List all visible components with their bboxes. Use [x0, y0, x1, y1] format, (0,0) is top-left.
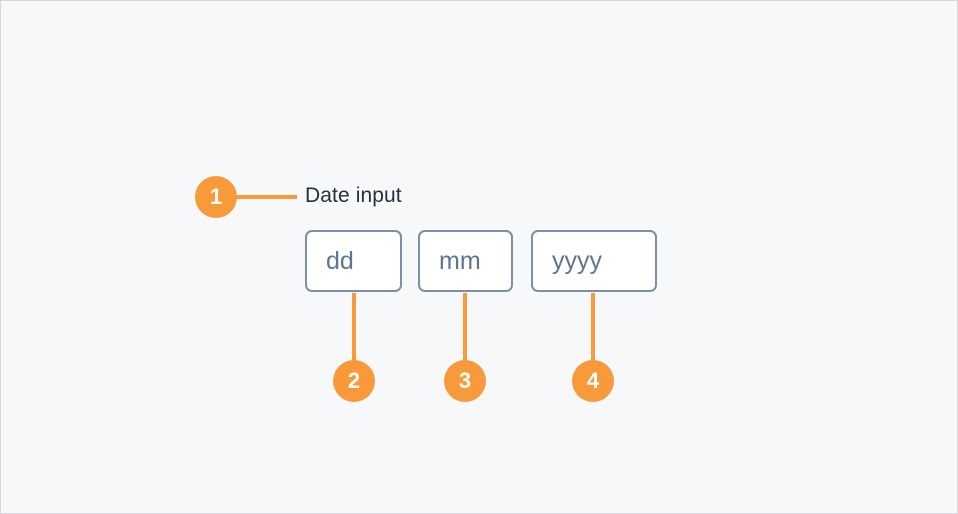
callout-1-connector-line	[233, 195, 297, 199]
month-input[interactable]	[418, 230, 513, 292]
year-input[interactable]	[531, 230, 657, 292]
day-input[interactable]	[305, 230, 402, 292]
callout-2-connector-line	[352, 293, 356, 363]
callout-4-connector-line	[591, 293, 595, 363]
callout-marker-4[interactable]: 4	[572, 360, 614, 402]
date-input-label: Date input	[305, 184, 402, 207]
date-input-group	[305, 230, 657, 292]
callout-marker-3[interactable]: 3	[444, 360, 486, 402]
callout-marker-2[interactable]: 2	[333, 360, 375, 402]
callout-marker-1[interactable]: 1	[195, 176, 237, 218]
callout-3-connector-line	[463, 293, 467, 363]
